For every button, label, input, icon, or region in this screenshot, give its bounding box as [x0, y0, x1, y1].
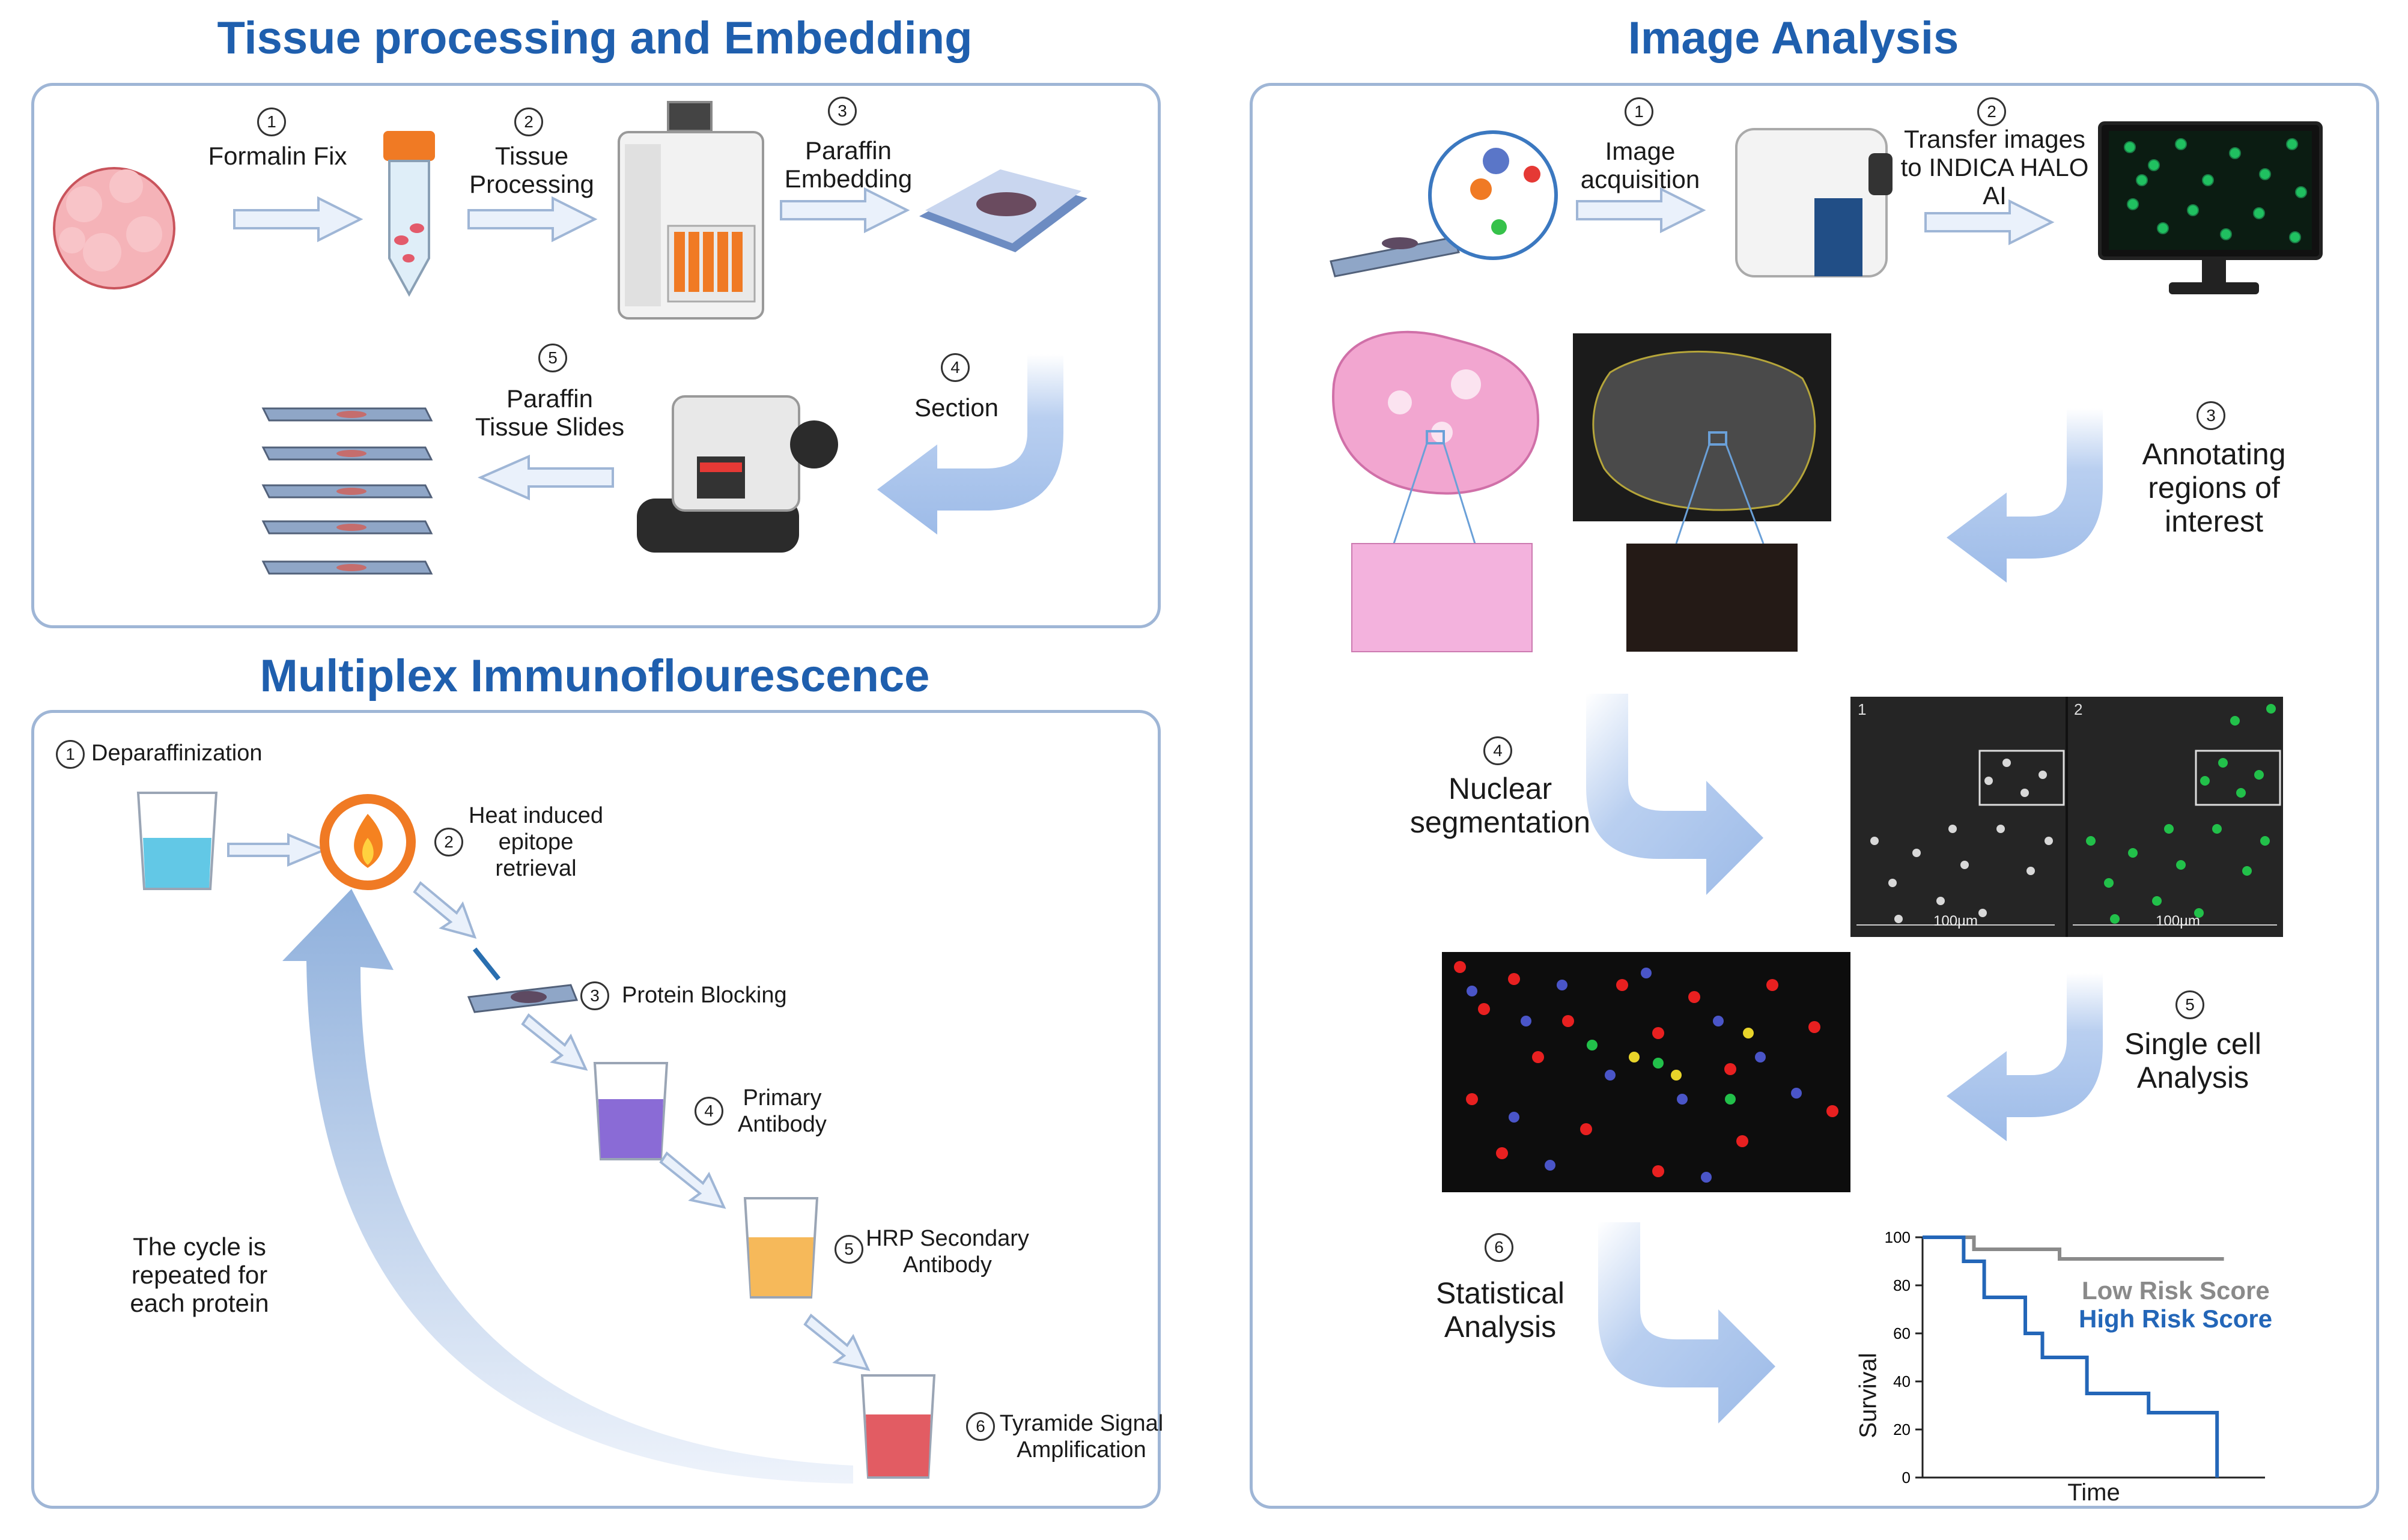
mif-step-number-1: 1: [56, 740, 85, 769]
seg-panel-number-1: 1: [1858, 700, 1867, 718]
monitor-icon: [2098, 121, 2323, 294]
step-number-2: 2: [514, 108, 543, 136]
segmentation-image: [1850, 697, 2283, 937]
heat-flame-icon: [320, 794, 416, 890]
right-arrow-1: [233, 196, 363, 243]
cycle-note: The cycle is repeated for each protein: [130, 1232, 269, 1317]
step-number-5: 5: [538, 344, 567, 372]
km-ylabel: Survival: [1855, 1353, 1882, 1438]
seg-scale-label-2: 100µm: [2156, 913, 2200, 929]
image-analysis-section-title: Image Analysis: [1628, 13, 1959, 64]
microtome-icon: [637, 395, 838, 553]
statistical-analysis-label: Statistical Analysis: [1436, 1276, 1564, 1344]
hrp-secondary-beaker-icon: [743, 1197, 819, 1299]
curved-arrow-annotate: [1947, 408, 2103, 583]
paraffin-embedding-label: Paraffin Embedding: [784, 136, 913, 193]
ia-step-number-5: 5: [2175, 990, 2204, 1019]
mif-step-number-6: 6: [966, 1412, 995, 1441]
slide-magnifier-icon: [1330, 130, 1558, 277]
annotating-regions-label: Annotating regions of interest: [2142, 437, 2286, 538]
right-arrow-mif: [227, 833, 328, 867]
tissue-processor-icon: [618, 101, 764, 320]
survival-chart: 100 80 60 40 20 0: [1885, 1228, 2265, 1487]
multiplex-section-title: Multiplex Immunoflourescence: [260, 650, 930, 702]
nuclear-segmentation-label: Nuclear segmentation: [1409, 772, 1591, 839]
ia-step-number-6: 6: [1485, 1233, 1513, 1262]
ia-step-number-3: 3: [2197, 401, 2225, 430]
ia-step-number-4: 4: [1483, 736, 1512, 765]
tissue-section-title: Tissue processing and Embedding: [217, 13, 973, 64]
legend-high-risk: High Risk Score: [2079, 1305, 2273, 1333]
protein-blocking-label: Protein Blocking: [622, 983, 787, 1008]
right-arrow-ia2: [1924, 199, 2055, 246]
tyramide-beaker-icon: [860, 1374, 936, 1479]
heat-epitope-label: Heat induced epitope retrieval: [469, 803, 603, 881]
seg-scale-label-1: 100µm: [1933, 913, 1978, 929]
high-risk-curve: [1923, 1235, 2219, 1478]
deparaffinization-beaker-icon: [136, 792, 218, 890]
slide-stack-icon: [261, 407, 433, 575]
transfer-images-label: Transfer images to INDICA HALO AI: [1900, 125, 2089, 210]
primary-antibody-label: Primary Antibody: [738, 1085, 827, 1137]
mif-step-number-4: 4: [695, 1097, 723, 1126]
km-ytick-label: 100: [1885, 1228, 1911, 1246]
legend-low-risk: Low Risk Score: [2082, 1276, 2270, 1305]
diag-arrow-2: [521, 1013, 588, 1071]
cycle-arrow: [282, 889, 853, 1484]
image-acquisition-label: Image acquisition: [1580, 137, 1700, 193]
formalin-fix-label: Formalin Fix: [208, 142, 347, 170]
he-tissue-image: [1332, 330, 1540, 652]
ia-step-number-2: 2: [1977, 97, 2006, 126]
curved-arrow-single-cell: [1947, 973, 2103, 1141]
curved-arrow-segment: [1586, 694, 1763, 895]
curved-arrow-statistics: [1598, 1222, 1775, 1423]
formalin-tube-icon: [383, 131, 435, 297]
seg-panel-number-2: 2: [2074, 700, 2083, 718]
diag-arrow-3: [659, 1151, 726, 1209]
paraffin-block-icon: [919, 169, 1087, 252]
section-label: Section: [914, 393, 999, 422]
fluorescent-tissue-image: [1573, 333, 1831, 652]
km-ytick-label: 40: [1893, 1372, 1911, 1390]
left-arrow-slides: [478, 454, 614, 501]
km-ytick-label: 20: [1893, 1420, 1911, 1438]
primary-antibody-beaker-icon: [593, 1062, 669, 1160]
km-xlabel: Time: [2067, 1479, 2120, 1506]
tyramide-label: Tyramide Signal Amplification: [999, 1411, 1164, 1463]
mif-step-number-2: 2: [434, 828, 463, 856]
tissue-processing-panel: [31, 83, 1161, 628]
diag-arrow-1: [413, 881, 477, 939]
slide-scanner-icon: [1735, 128, 1893, 277]
km-ytick-label: 0: [1902, 1469, 1911, 1487]
diag-arrow-4: [803, 1314, 871, 1371]
km-ytick-label: 80: [1893, 1276, 1911, 1294]
curved-arrow-section: [877, 354, 1063, 535]
km-ytick-label: 60: [1893, 1324, 1911, 1342]
pipette-slide-icon: [467, 947, 579, 1013]
step-number-4: 4: [941, 353, 970, 382]
tissue-blob: [53, 167, 175, 290]
single-cell-image: [1442, 952, 1850, 1192]
right-arrow-ia1: [1576, 187, 1706, 234]
hrp-secondary-label: HRP Secondary Antibody: [866, 1226, 1029, 1278]
ia-step-number-1: 1: [1625, 97, 1653, 126]
mif-step-number-3: 3: [580, 981, 609, 1010]
deparaffinization-label: Deparaffinization: [91, 741, 263, 766]
right-arrow-2: [467, 196, 598, 243]
multiplex-panel: [31, 710, 1161, 1509]
paraffin-slides-label: Paraffin Tissue Slides: [475, 384, 625, 441]
single-cell-label: Single cell Analysis: [2124, 1027, 2261, 1094]
mif-step-number-5: 5: [835, 1235, 863, 1264]
step-number-1: 1: [257, 108, 286, 136]
right-arrow-3: [780, 187, 910, 234]
step-number-3: 3: [828, 97, 857, 126]
tissue-processing-label: Tissue Processing: [469, 142, 594, 198]
low-risk-curve: [1923, 1235, 2224, 1261]
